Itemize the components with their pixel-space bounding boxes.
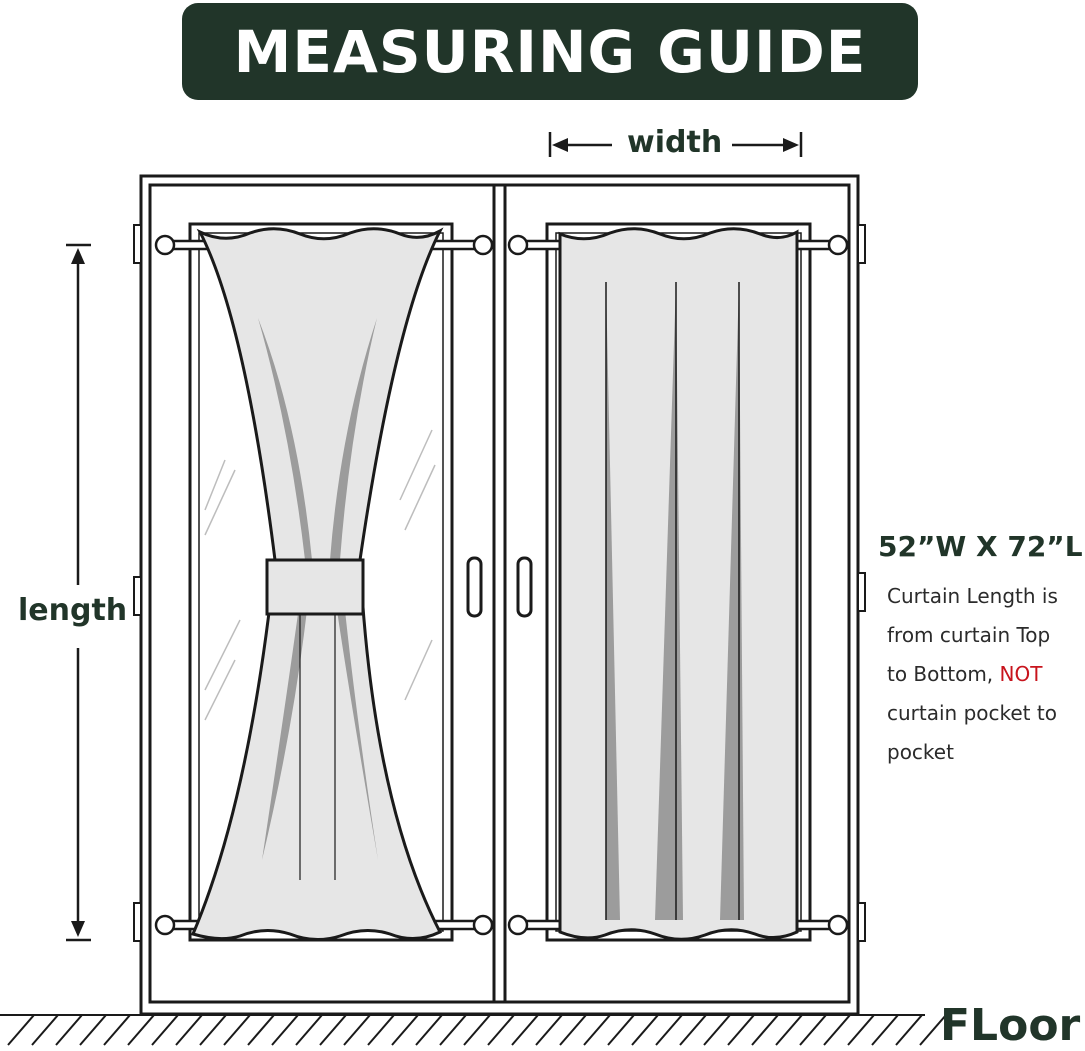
floor-hatch-mark: [775, 1014, 803, 1046]
floor-hatch-mark: [103, 1014, 131, 1046]
floor-hatch-mark: [271, 1014, 299, 1046]
note-emphasis: NOT: [999, 662, 1043, 686]
floor-hatch-mark: [415, 1014, 443, 1046]
floor-hatch-mark: [151, 1014, 179, 1046]
floor-hatch-mark: [799, 1014, 827, 1046]
floor-hatch-mark: [343, 1014, 371, 1046]
floor-hatch-mark: [847, 1014, 875, 1046]
floor-hatch-mark: [79, 1014, 107, 1046]
floor-hatch-mark: [751, 1014, 779, 1046]
floor-hatch-mark: [535, 1014, 563, 1046]
page-title: MEASURING GUIDE: [233, 17, 867, 86]
floor-hatch-mark: [655, 1014, 683, 1046]
note-line-1: Curtain Length is: [887, 584, 1058, 608]
length-label: length: [18, 593, 128, 628]
floor-hatch-mark: [679, 1014, 707, 1046]
title-banner: MEASURING GUIDE: [182, 3, 918, 100]
floor-hatch-mark: [391, 1014, 419, 1046]
floor-hatch-mark: [559, 1014, 587, 1046]
hinges: [133, 224, 866, 942]
door-handles: [466, 556, 533, 618]
floor-hatch-mark: [607, 1014, 635, 1046]
floor-hatch-mark: [319, 1014, 347, 1046]
note-line-5: pocket: [887, 740, 954, 764]
width-arrow: [548, 132, 803, 157]
left-curtain: [190, 227, 444, 941]
floor-hatch-mark: [919, 1014, 947, 1046]
floor-hatch-mark: [487, 1014, 515, 1046]
floor-hatch-mark: [895, 1014, 923, 1046]
floor-hatch-mark: [7, 1014, 35, 1046]
floor-hatch-mark: [463, 1014, 491, 1046]
width-label: width: [627, 125, 723, 160]
floor-label: FLoor: [940, 1000, 1081, 1051]
floor-hatch-mark: [367, 1014, 395, 1046]
floor-hatch-mark: [31, 1014, 59, 1046]
floor-hatch-mark: [175, 1014, 203, 1046]
tieback-band: [265, 558, 365, 616]
floor-hatch-mark: [55, 1014, 83, 1046]
note-line-3: to Bottom, NOT: [887, 662, 1042, 686]
floor-hatch-mark: [703, 1014, 731, 1046]
measurement-note: Curtain Length is from curtain Top to Bo…: [887, 577, 1085, 772]
floor-hatch-mark: [439, 1014, 467, 1046]
note-line-4: curtain pocket to: [887, 701, 1057, 725]
floor-hatch-mark: [199, 1014, 227, 1046]
size-label: 52”W X 72”L: [878, 530, 1083, 563]
floor-hatch-mark: [295, 1014, 323, 1046]
floor-hatch-mark: [583, 1014, 611, 1046]
floor-hatch-mark: [511, 1014, 539, 1046]
floor-hatch-mark: [247, 1014, 275, 1046]
note-line-2: from curtain Top: [887, 623, 1051, 647]
floor-hatch-mark: [223, 1014, 251, 1046]
glass-reflections: [204, 429, 436, 721]
length-arrow: [66, 243, 91, 942]
floor-hatch-mark: [127, 1014, 155, 1046]
floor-hatch-mark: [631, 1014, 659, 1046]
right-curtain: [558, 227, 799, 941]
floor-hatch-mark: [871, 1014, 899, 1046]
note-line-3-text: to Bottom,: [887, 662, 1000, 686]
floor-hatch-mark: [823, 1014, 851, 1046]
floor-hatch-mark: [727, 1014, 755, 1046]
floor-hatching: [0, 1014, 947, 1046]
